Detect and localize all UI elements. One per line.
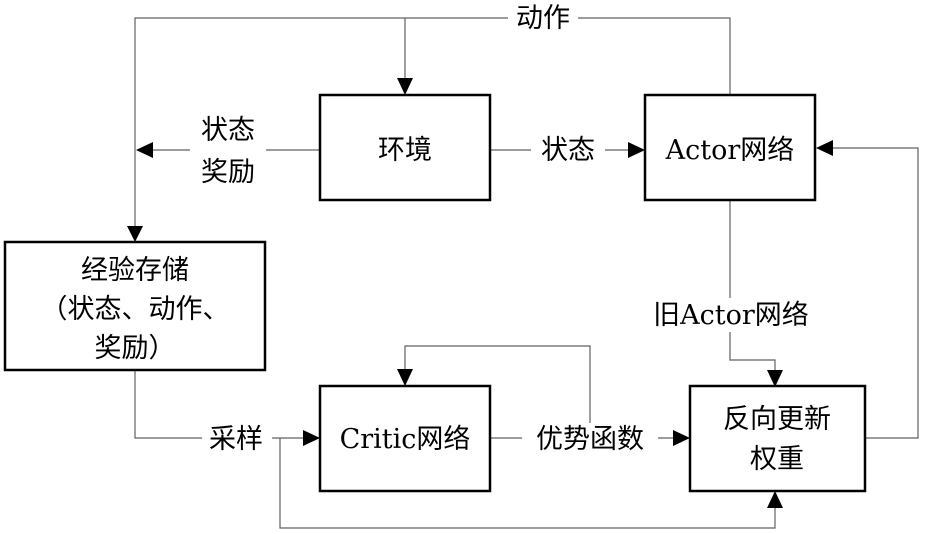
- edge-label-state-reward: 状态 奖励: [190, 112, 266, 192]
- sample-label: 采样: [209, 424, 263, 455]
- arrowhead-advantage: [673, 430, 690, 446]
- arrowhead-to-actor: [628, 142, 645, 158]
- update-to-actor-line: [832, 147, 919, 439]
- state-reward-label-line-1: 状态: [201, 115, 255, 146]
- state-label: 状态: [541, 135, 595, 166]
- update-label-line-2: 权重: [750, 444, 804, 475]
- critic-network-label: Critic网络: [340, 424, 471, 455]
- edge-label-action: 动作: [508, 3, 578, 34]
- sample-branch-line: [279, 438, 776, 529]
- arrowhead-to-environment: [397, 78, 413, 95]
- arrowhead-to-critic: [303, 430, 320, 446]
- node-experience-memory: 经验存储 （状态、动作、 奖励）: [3, 240, 267, 372]
- arrowheads: [127, 78, 833, 508]
- environment-label: 环境: [378, 135, 432, 166]
- edge-label-advantage: 优势函数: [522, 423, 658, 455]
- arrowhead-to-update-top: [767, 370, 783, 387]
- node-backprop-update: 反向更新 权重: [688, 384, 867, 493]
- arrowhead-state-reward: [136, 142, 153, 158]
- edge-label-state: 状态: [531, 135, 605, 166]
- old-actor-line: [729, 200, 776, 372]
- old-actor-label: 旧Actor网络: [653, 300, 809, 331]
- node-critic-network: Critic网络: [318, 384, 492, 493]
- advantage-feedback-line: [404, 345, 591, 438]
- advantage-label: 优势函数: [536, 424, 644, 455]
- node-environment: 环境: [318, 93, 492, 202]
- arrowhead-to-critic-top: [397, 369, 413, 386]
- action-label: 动作: [516, 3, 570, 34]
- edge-label-sample: 采样: [202, 423, 272, 455]
- connector-lines: [134, 17, 919, 529]
- actor-network-label: Actor网络: [665, 135, 795, 166]
- arrowhead-to-memory: [127, 226, 143, 242]
- edge-label-old-actor: 旧Actor网络: [646, 298, 818, 332]
- memory-label-line-1: 经验存储: [81, 255, 189, 286]
- arrowhead-update-to-actor: [816, 140, 833, 156]
- arrowhead-to-update-bottom: [767, 491, 783, 508]
- node-actor-network: Actor网络: [643, 93, 817, 202]
- update-label-line-1: 反向更新: [723, 404, 831, 435]
- action-line: [134, 17, 731, 228]
- memory-label-line-3: 奖励）: [95, 333, 176, 364]
- memory-label-line-2: （状态、动作、: [41, 294, 230, 325]
- state-reward-label-line-2: 奖励: [201, 157, 255, 188]
